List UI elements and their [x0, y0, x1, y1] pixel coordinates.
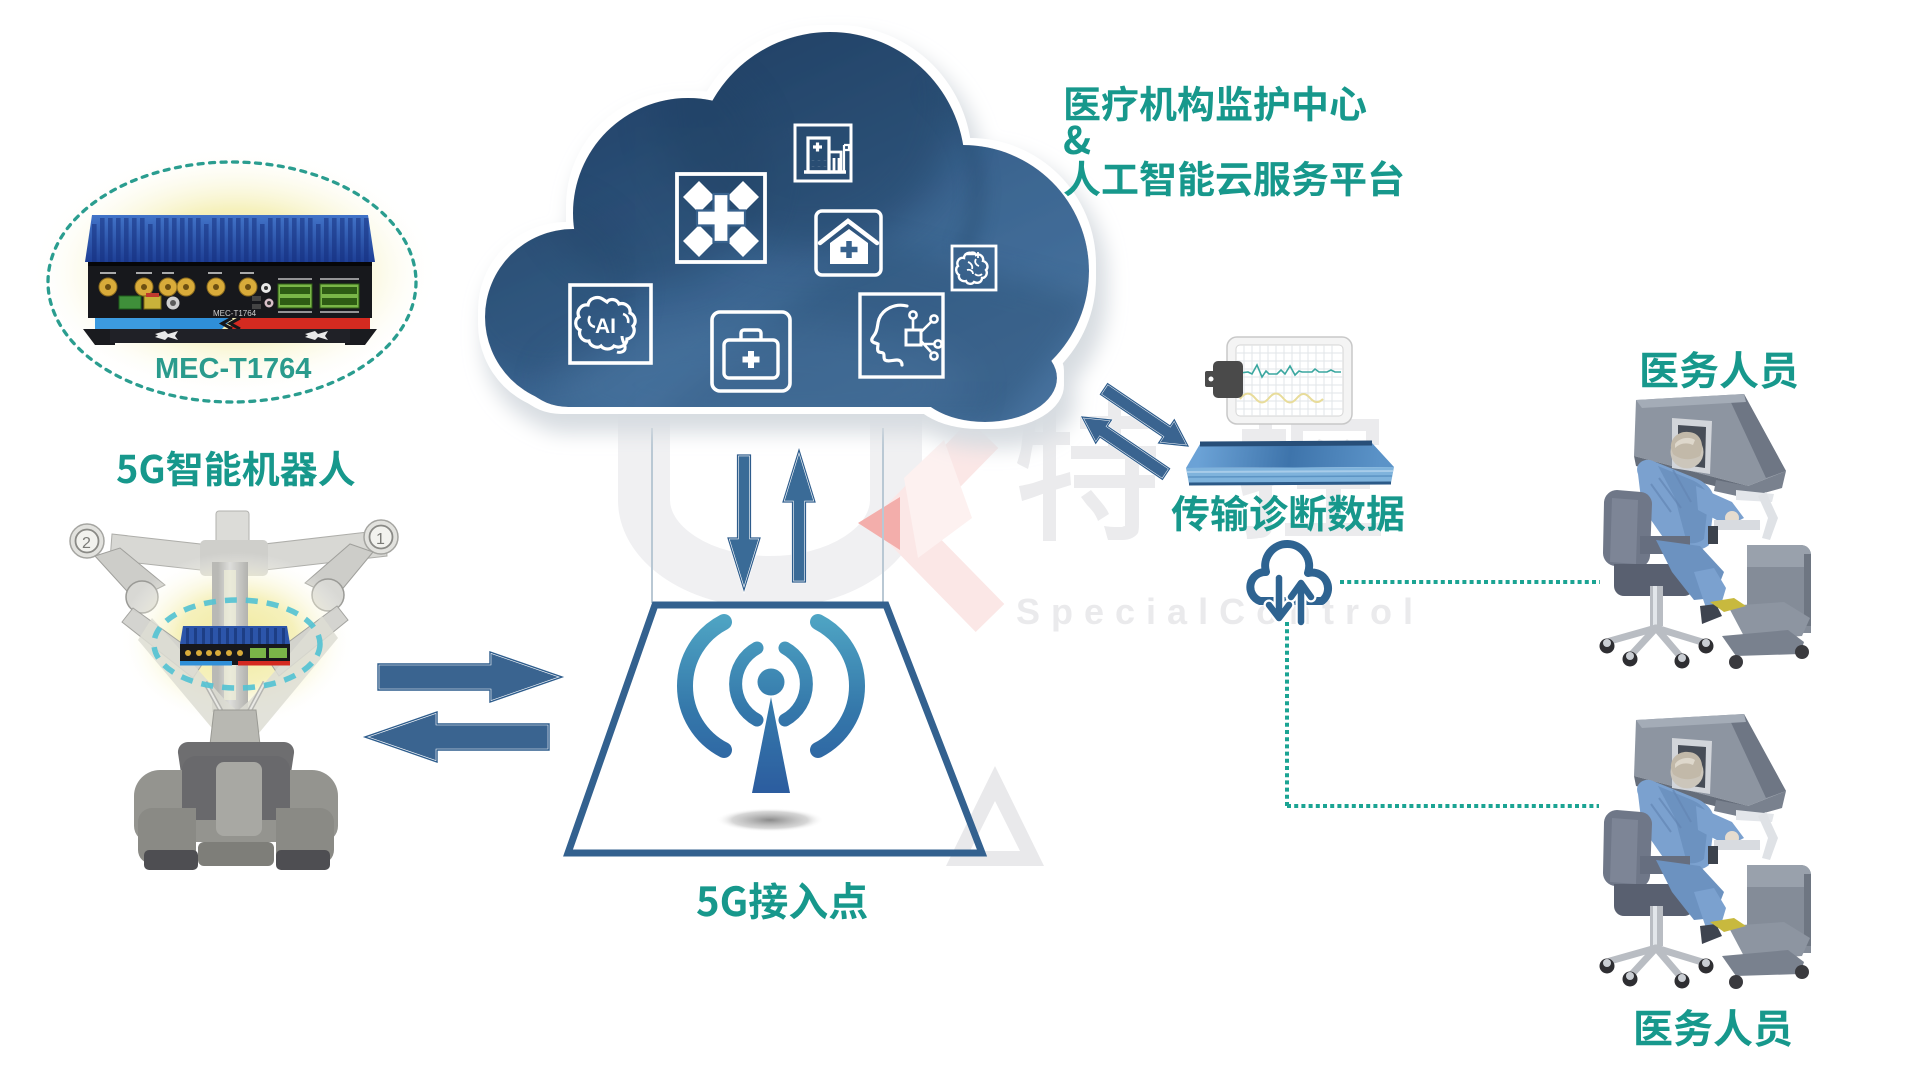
svg-text:MEC-T1764: MEC-T1764 [155, 353, 311, 385]
svg-text:1: 1 [376, 531, 385, 548]
svg-text:SpecialControl: SpecialControl [1016, 591, 1424, 632]
svg-text:AI: AI [595, 315, 616, 338]
svg-text:2: 2 [82, 535, 91, 552]
svg-text:MEC-T1764: MEC-T1764 [213, 309, 257, 318]
